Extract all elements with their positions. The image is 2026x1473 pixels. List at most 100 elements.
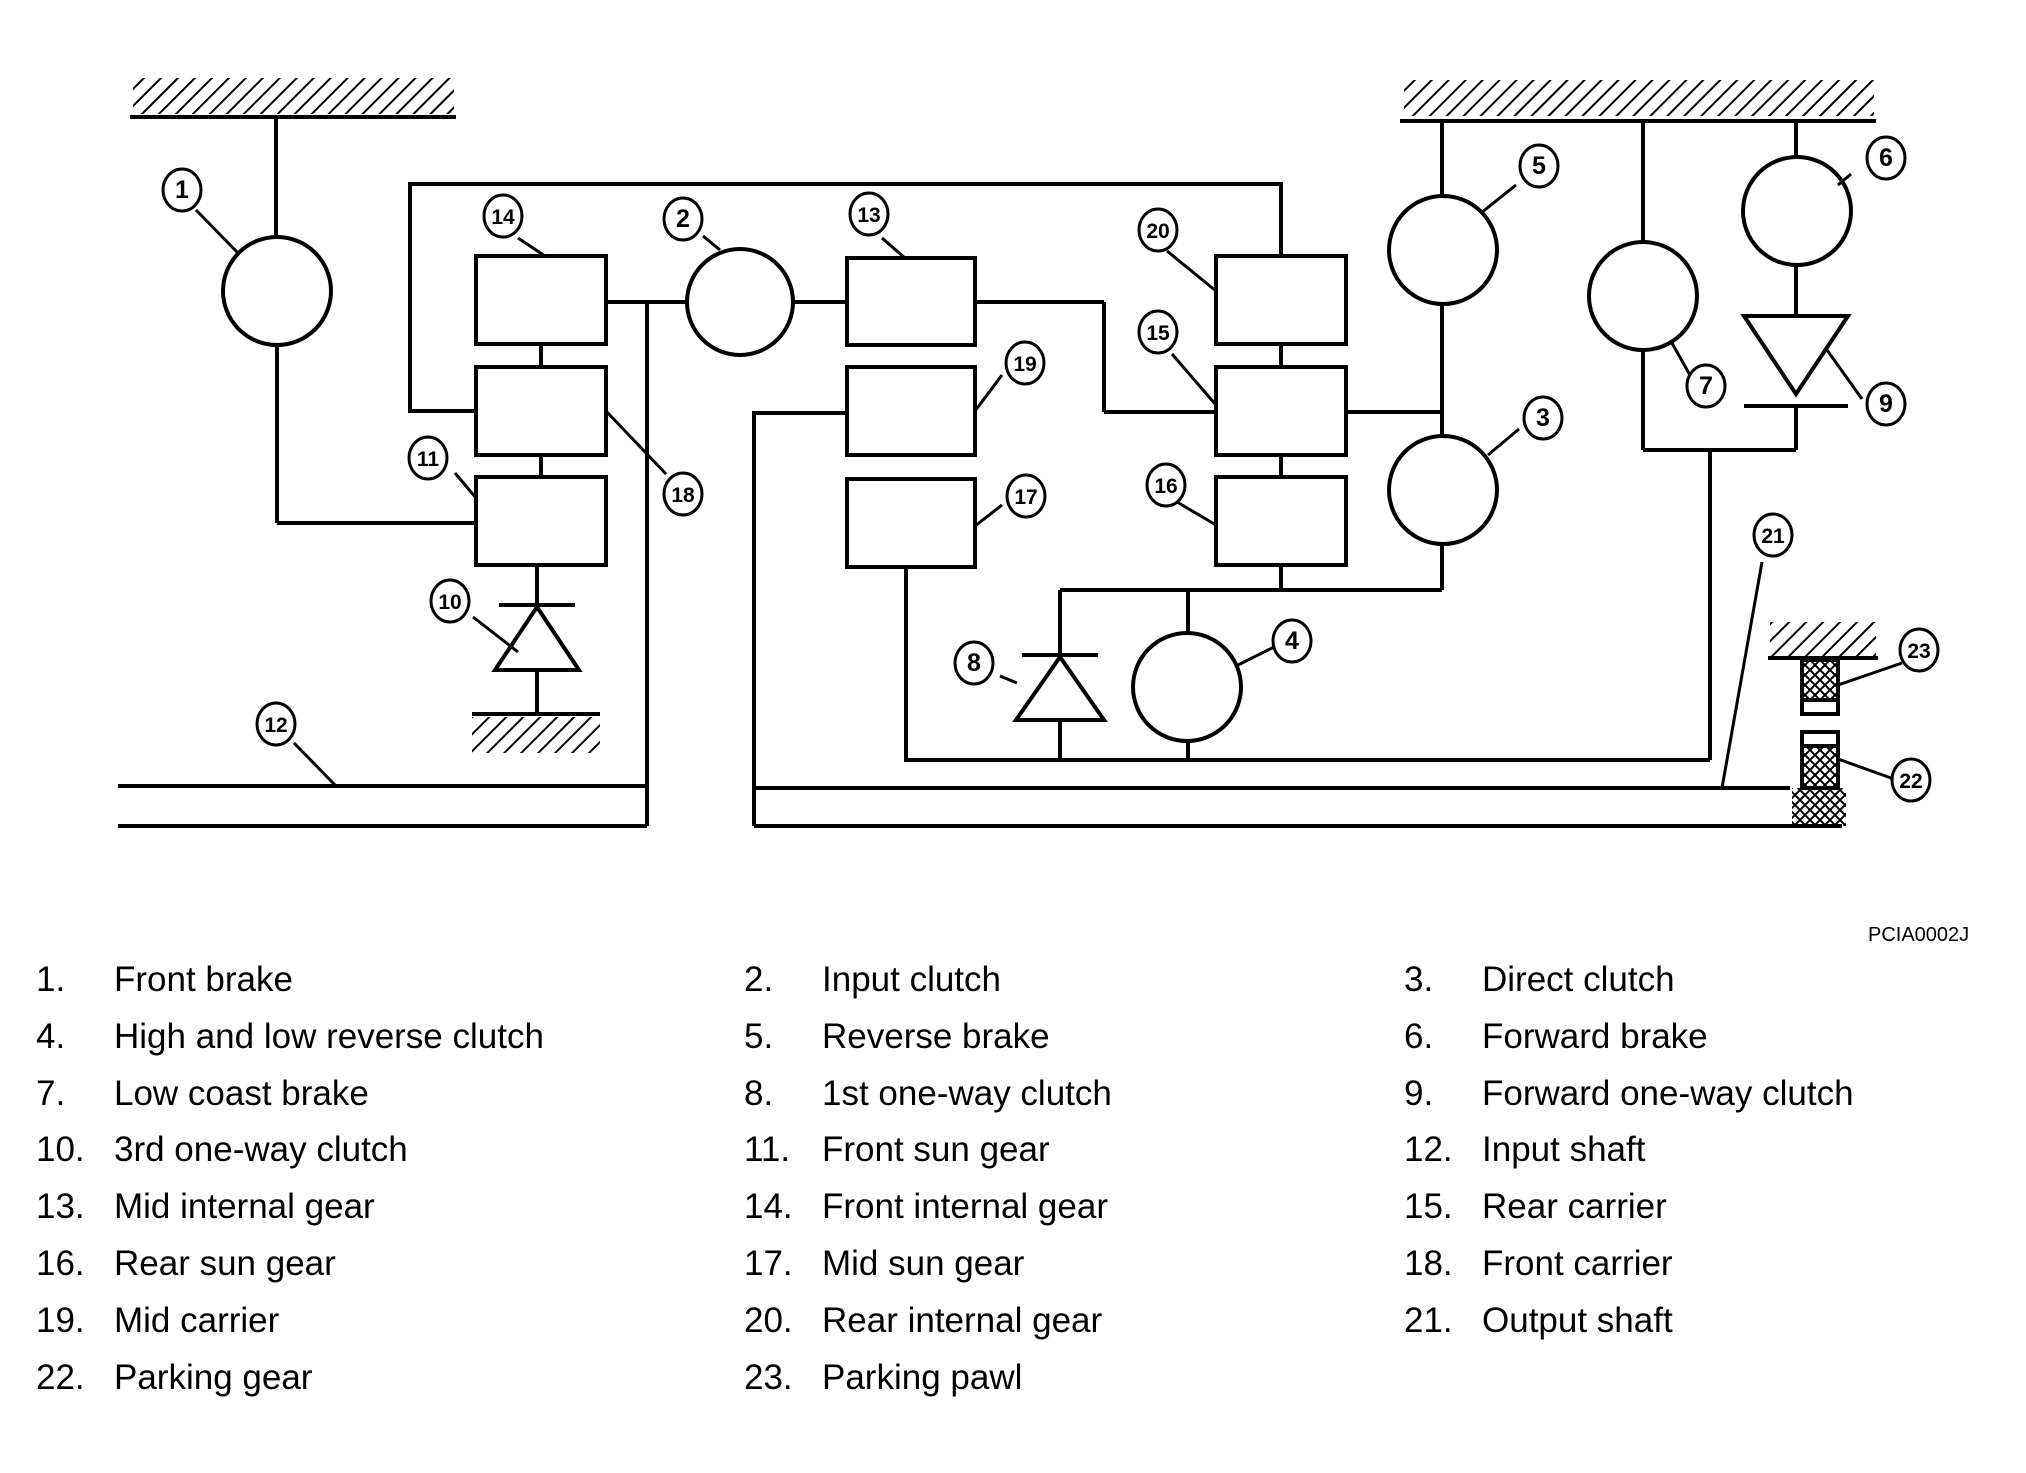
legend-number: 9. xyxy=(1404,1073,1434,1113)
callout-number: 2 xyxy=(676,205,690,233)
low-coast-brake-circle xyxy=(1587,240,1699,352)
callout-7: 7 xyxy=(1685,363,1727,409)
parking-pawl-block xyxy=(1800,658,1840,702)
legend-number: 16. xyxy=(36,1244,85,1283)
front-sun-gear-box xyxy=(474,475,608,567)
legend-label: Direct clutch xyxy=(1482,960,1675,999)
legend-label: Mid sun gear xyxy=(822,1244,1025,1283)
callout-number: 23 xyxy=(1907,640,1930,663)
callout-1: 1 xyxy=(161,167,203,213)
callout-8: 8 xyxy=(953,640,995,686)
legend-label: Mid carrier xyxy=(114,1300,280,1340)
legend-label: Front brake xyxy=(114,960,293,999)
callout-number: 20 xyxy=(1146,220,1169,243)
direct-clutch-circle xyxy=(1387,434,1499,546)
mid-sun-gear-box xyxy=(845,477,977,569)
legend-number: 18. xyxy=(1404,1244,1453,1283)
callout-6: 6 xyxy=(1865,135,1907,181)
callout-number: 13 xyxy=(857,204,880,227)
callout-13: 13 xyxy=(848,191,890,237)
mid-internal-gear-box xyxy=(845,256,977,347)
callout-number: 5 xyxy=(1532,152,1546,180)
callout-5: 5 xyxy=(1518,143,1560,189)
high-low-reverse-clutch-circle xyxy=(1131,631,1243,743)
callout-number: 11 xyxy=(417,448,440,471)
legend-label: 1st one-way clutch xyxy=(822,1073,1112,1113)
front-internal-gear-box xyxy=(474,254,608,346)
forward-brake-circle xyxy=(1741,155,1853,267)
callout-22: 22 xyxy=(1890,757,1932,803)
callout-3: 3 xyxy=(1522,395,1564,441)
legend-label: Low coast brake xyxy=(114,1073,369,1113)
legend-number: 12. xyxy=(1404,1130,1453,1170)
legend-label: Rear sun gear xyxy=(114,1244,336,1283)
legend-number: 5. xyxy=(744,1016,774,1056)
legend-label: Front sun gear xyxy=(822,1130,1050,1170)
legend-label: Mid internal gear xyxy=(114,1187,375,1227)
legend-number: 6. xyxy=(1404,1016,1434,1056)
legend-label: Parking gear xyxy=(114,1357,313,1397)
callout-2: 2 xyxy=(662,196,704,242)
callout-number: 8 xyxy=(967,649,981,677)
callout-number: 22 xyxy=(1899,770,1922,793)
rear-sun-gear-box xyxy=(1214,475,1348,567)
callout-number: 7 xyxy=(1699,372,1713,400)
callout-number: 19 xyxy=(1013,353,1036,376)
callout-number: 9 xyxy=(1879,390,1893,418)
legend-number: 10. xyxy=(36,1130,85,1170)
legend-label: 3rd one-way clutch xyxy=(114,1130,408,1170)
legend-label: Reverse brake xyxy=(822,1016,1050,1056)
legend-label: Input clutch xyxy=(822,960,1001,999)
ground-hatch-right xyxy=(1404,80,1874,116)
front-carrier-box xyxy=(474,365,608,457)
callout-number: 15 xyxy=(1146,322,1170,345)
callout-number: 21 xyxy=(1761,525,1785,548)
callout-4: 4 xyxy=(1271,618,1313,664)
rear-carrier-box xyxy=(1214,365,1348,457)
callout-11: 11 xyxy=(407,435,449,481)
legend-number: 3. xyxy=(1404,960,1434,999)
front-brake-circle xyxy=(221,235,333,347)
legend-number: 19. xyxy=(36,1300,85,1340)
legend-label: Rear internal gear xyxy=(822,1300,1103,1340)
callout-20: 20 xyxy=(1137,207,1179,253)
callout-21: 21 xyxy=(1752,512,1794,558)
callout-12: 12 xyxy=(255,701,297,747)
rear-internal-gear-box xyxy=(1214,254,1348,346)
ground-hatch-left xyxy=(133,78,454,114)
legend-label: Rear carrier xyxy=(1482,1187,1667,1227)
callout-number: 3 xyxy=(1536,404,1550,432)
legend-number: 11. xyxy=(744,1130,791,1170)
legend-label: High and low reverse clutch xyxy=(114,1016,544,1056)
parking-gear-block xyxy=(1800,744,1840,790)
legend-number: 2. xyxy=(744,960,774,999)
legend-number: 21. xyxy=(1404,1300,1453,1340)
callout-17: 17 xyxy=(1005,473,1047,519)
ground-hatch-owc3 xyxy=(472,717,600,753)
legend-number: 4. xyxy=(36,1016,66,1056)
legend-label: Forward brake xyxy=(1482,1016,1708,1056)
legend-number: 13. xyxy=(36,1187,85,1227)
callout-number: 4 xyxy=(1285,627,1299,655)
callout-number: 17 xyxy=(1014,486,1037,509)
mid-carrier-box xyxy=(845,365,977,457)
legend-label: Parking pawl xyxy=(822,1357,1023,1397)
callout-19: 19 xyxy=(1004,340,1046,386)
legend-number: 20. xyxy=(744,1300,793,1340)
callout-number: 18 xyxy=(671,484,695,507)
callout-9: 9 xyxy=(1865,381,1907,427)
callout-14: 14 xyxy=(482,193,524,239)
legend-number: 1. xyxy=(36,960,66,999)
callout-number: 1 xyxy=(175,176,189,204)
legend-label: Forward one-way clutch xyxy=(1482,1073,1854,1113)
legend-number: 23. xyxy=(744,1357,793,1397)
callout-15: 15 xyxy=(1137,309,1179,355)
callout-number: 14 xyxy=(491,206,515,229)
component-legend: 1. Front brake 2. Input clutch 3. Direct clut… xyxy=(0,960,2026,1420)
input-clutch-circle xyxy=(685,247,795,357)
callout-10: 10 xyxy=(429,578,471,624)
legend-label: Front internal gear xyxy=(822,1187,1108,1227)
legend-number: 7. xyxy=(36,1073,66,1113)
legend-label: Input shaft xyxy=(1482,1130,1646,1170)
